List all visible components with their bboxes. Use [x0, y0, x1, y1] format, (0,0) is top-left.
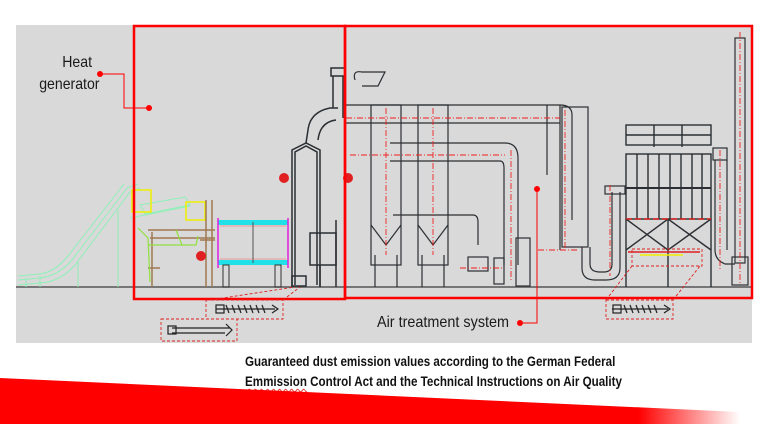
caption-line-1: Guaranteed dust emission values accordin… [245, 354, 616, 369]
diagram-background-panel [16, 25, 752, 343]
boiler-furnace [291, 67, 346, 287]
screw-conveyor-detail-1 [205, 286, 301, 320]
air-treatment-leader [517, 186, 540, 326]
screw-conveyor-icon-3 [612, 304, 672, 314]
feed-conveyor [17, 183, 191, 287]
heat-generator-leader [97, 71, 152, 111]
feed-motor [196, 251, 206, 261]
screw-conveyor-detail-3 [605, 248, 703, 320]
hopper-2 [185, 201, 206, 221]
bag-filter [625, 124, 712, 287]
burner-left [279, 173, 289, 183]
air-treatment-label: Air treatment system [377, 314, 510, 331]
caption-line-2-rest: Control Act and the Technical Instructio… [306, 374, 622, 389]
duct-network [346, 71, 626, 287]
screw-conveyor-icon-2 [167, 323, 233, 337]
feed-frame [148, 200, 215, 287]
screw-conveyor-detail-2 [160, 318, 238, 342]
misspelled-word: Emmission [245, 374, 307, 389]
red-band-shape [0, 378, 779, 424]
feed-subframe [137, 227, 199, 283]
hopper-1 [131, 189, 152, 213]
caption: Guaranteed dust emission values accordin… [245, 352, 622, 392]
air-treatment-box [343, 24, 754, 300]
heat-generator-label: Heat generator [39, 54, 100, 93]
centerlines [346, 32, 741, 283]
screw-conveyor-icon-1 [215, 304, 280, 314]
dryer-drum [217, 218, 289, 288]
caption-line-2: Emmission Control Act and the Technical … [245, 372, 622, 392]
